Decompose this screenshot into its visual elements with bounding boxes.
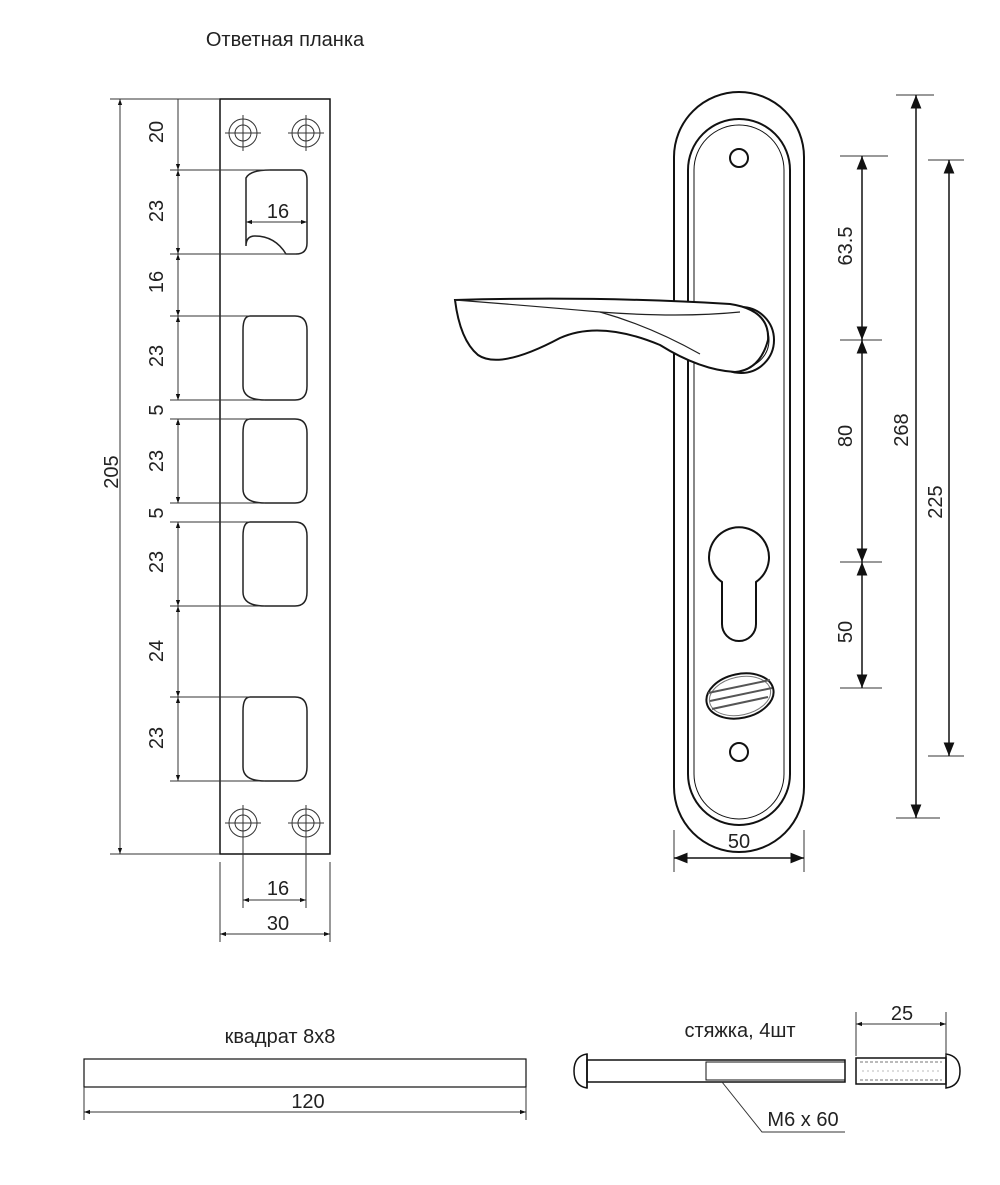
spindle: квадрат 8x8 120 [83,1026,527,1120]
dim-gap3-label: 5 [146,507,168,518]
thread-leader [721,1081,845,1133]
handle-plate-inner [687,118,791,826]
dim-lower-label: 50 [835,621,857,643]
lever-handle [453,297,770,374]
screw-hole-bottom-left [225,805,261,841]
screw-hole-top-right [288,115,324,151]
dim-hole-spacing-label: 16 [267,878,289,900]
handle-plate-inner-line [693,124,785,820]
dim-gap4-label: 24 [146,640,168,662]
connector-screw: стяжка, 4шт M6 x 60 25 [573,1003,961,1133]
latch-slot-5 [242,696,308,782]
dim-slot5-label: 23 [146,727,168,749]
screw-hole-top-left [225,115,261,151]
strike-plate-body [219,98,331,855]
strike-plate: Ответная планка [101,29,365,942]
dim-top-label: 20 [146,121,168,143]
strike-plate-title: Ответная планка [206,29,365,51]
dim-plate-width-label: 30 [267,913,289,935]
dim-handle-width-label: 50 [728,831,750,853]
dim-total-label: 205 [101,455,123,488]
latch-slot-2 [242,315,308,401]
dim-hole-distance-label: 225 [925,485,947,518]
dim-slot4-label: 23 [146,551,168,573]
handle-extension-lines [840,94,964,819]
dim-sleeve-length-label: 25 [891,1003,913,1025]
strike-extension-lines [110,98,296,855]
dim-slot-width-label: 16 [267,201,289,223]
strike-bottom-extension-lines [219,840,331,942]
dim-slot1-label: 23 [146,200,168,222]
dim-slot2-label: 23 [146,345,168,367]
screw-thread [705,1061,846,1081]
dim-spindle-length-label: 120 [291,1091,324,1113]
sleeve-nut-head [945,1053,961,1089]
screw-head [573,1053,588,1089]
connector-label: стяжка, 4шт [684,1020,795,1042]
screw-shaft [586,1059,846,1083]
handle-bottom-screw-hole [729,742,749,762]
privacy-turn-knob [705,672,775,720]
thread-label: M6 x 60 [767,1109,838,1131]
dim-middle-label: 80 [835,425,857,447]
handle-top-screw-hole [729,148,749,168]
dim-gap1-label: 16 [146,271,168,293]
latch-slot-4 [242,521,308,607]
dim-gap2-label: 5 [146,404,168,415]
screw-hole-bottom-right [288,805,324,841]
dim-upper-label: 63.5 [835,227,857,266]
cylinder-cutout [708,526,770,642]
latch-slot-3 [242,418,308,504]
dim-slot3-label: 23 [146,450,168,472]
dim-handle-total-label: 268 [891,413,913,446]
door-handle: 50 63.5 80 50 268 225 [453,91,964,872]
spindle-label: квадрат 8x8 [225,1026,336,1048]
spindle-bar [83,1058,527,1088]
handle-plate-outer [673,91,805,853]
